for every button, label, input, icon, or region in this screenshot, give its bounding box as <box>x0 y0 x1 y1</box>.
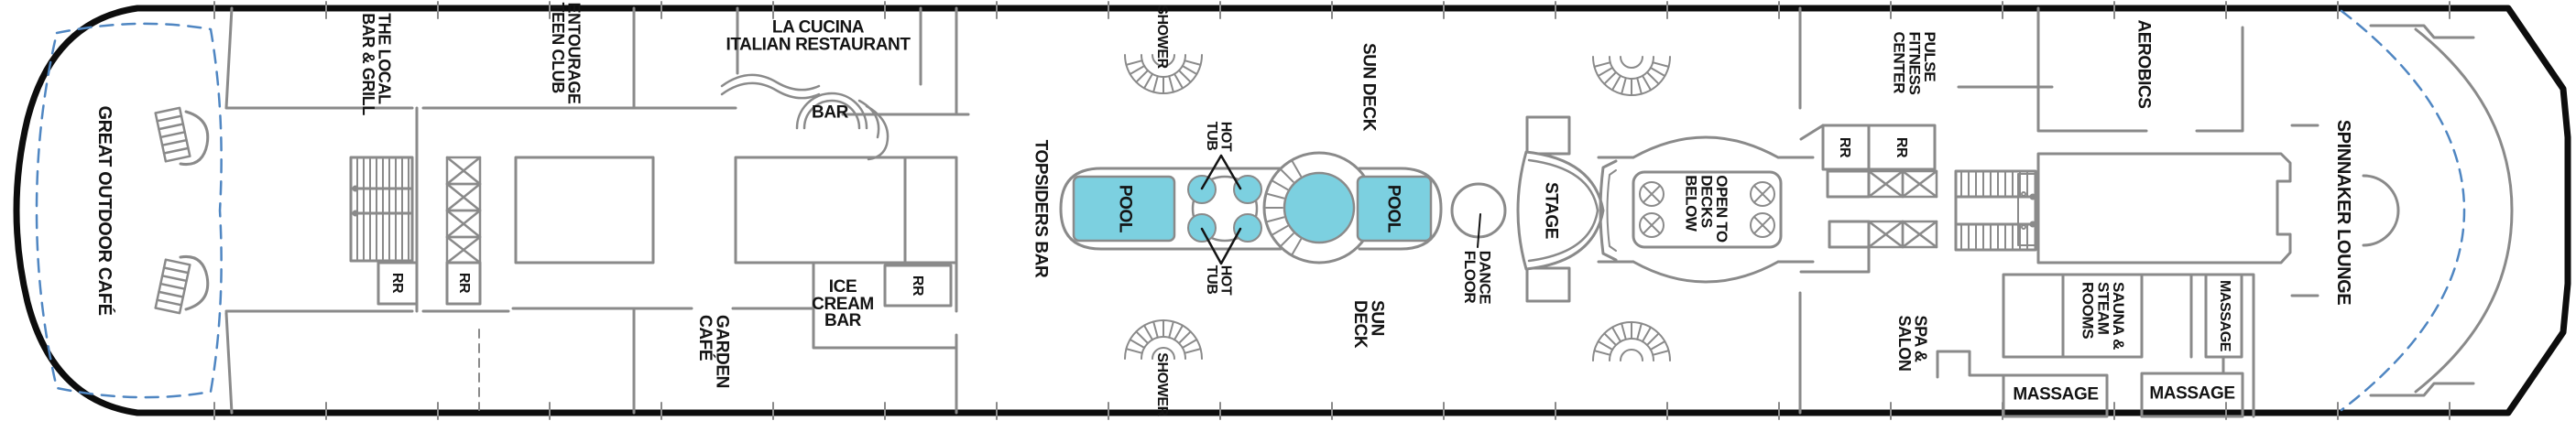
pool-left-water <box>1072 175 1176 243</box>
label-entourage-teen-club: ENTOURAGE TEEN CLUB <box>549 2 584 104</box>
label-massage-2: MASSAGE <box>2149 383 2235 404</box>
label-la-cucina: LA CUCINA ITALIAN RESTAURANT <box>726 17 911 54</box>
midship-right-walls <box>1798 6 2054 415</box>
label-stage: STAGE <box>1541 181 1561 240</box>
label-sun-deck-top: SUN DECK <box>1359 42 1379 132</box>
bow-dashed-arc <box>2340 9 2466 412</box>
label-rr-elevator-left: RR <box>455 272 472 294</box>
round-pool-water <box>1283 171 1356 244</box>
hull-tick-marks <box>213 1 2450 420</box>
label-shower-top: SHOWER <box>1153 5 1170 69</box>
label-aerobics: AEROBICS <box>2134 19 2154 109</box>
label-bar: BAR <box>812 103 848 123</box>
aft-section-walls <box>224 6 970 415</box>
stage-stairs-top <box>1592 56 1671 96</box>
label-spinnaker-lounge: SPINNAKER LOUNGE <box>2332 119 2353 306</box>
left-grand-stairway <box>349 156 414 263</box>
left-elevator-bank <box>445 156 482 264</box>
label-rr-stairs-left: RR <box>388 272 405 294</box>
label-pool-left: POOL <box>1115 184 1135 233</box>
bow-structure <box>2362 24 2514 397</box>
label-sun-deck-bottom: SUN DECK <box>1350 300 1387 349</box>
fitness-room-walls <box>2017 6 2319 297</box>
pool-right-water <box>1356 175 1433 243</box>
label-rr-mid-1: RR <box>1836 136 1852 158</box>
label-shower-bottom: SHOWER <box>1153 352 1170 416</box>
label-dance-floor: DANCE FLOOR <box>1461 250 1494 305</box>
label-pool-right: POOL <box>1383 184 1403 233</box>
hot-tub-pointer-lines <box>1200 154 1242 265</box>
label-massage-1: MASSAGE <box>2013 384 2099 405</box>
label-massage-vertical: MASSAGE <box>2216 279 2232 352</box>
stage-structure <box>1516 115 1618 303</box>
right-grand-stairway <box>1954 169 2037 252</box>
label-open-to-decks-below: OPEN TO DECKS BELOW <box>1682 175 1730 243</box>
label-garden-cafe: GARDEN CAFÉ <box>695 315 732 388</box>
shower-stairs-bottom <box>1124 319 1203 360</box>
pool-stairs-fan <box>1265 160 1302 255</box>
label-rr-mid-2: RR <box>1893 136 1909 158</box>
label-ice-cream-bar: ICE CREAM BAR <box>812 277 874 331</box>
label-local-bar-grill: THE LOCAL BAR & GRILL <box>359 13 394 115</box>
label-hot-tub-top: HOT TUB <box>1204 121 1234 152</box>
label-rr-ice: RR <box>909 275 925 297</box>
stern-stairs-icon-bottom <box>154 254 210 315</box>
label-hot-tub-bottom: HOT TUB <box>1204 264 1234 296</box>
right-elevator-bank <box>1867 169 1938 249</box>
pool-complex <box>1059 151 1443 265</box>
stern-stairs-icon-top <box>154 106 210 167</box>
dance-floor-circle <box>1450 182 1507 248</box>
label-sauna-steam-rooms: SAUNA & STEAM ROOMS <box>2079 281 2127 351</box>
shower-stairs-top <box>1124 54 1203 94</box>
label-pulse-fitness-center: PULSE FITNESS CENTER <box>1890 31 1938 95</box>
open-to-decks-below-structure <box>1597 135 1815 284</box>
label-great-outdoor-cafe: GREAT OUTDOOR CAFÉ <box>93 105 115 316</box>
great-outdoor-cafe-outline <box>35 22 223 399</box>
label-topsiders-bar: TOPSIDERS BAR <box>1031 139 1051 278</box>
restaurant-bar-counter <box>720 73 890 161</box>
hot-tub-cluster <box>1187 175 1262 243</box>
spa-section-walls <box>1799 245 2255 418</box>
label-spa-salon: SPA & SALON <box>1895 315 1930 372</box>
ship-hull-outline <box>13 5 2571 416</box>
stage-stairs-bottom <box>1592 321 1671 362</box>
